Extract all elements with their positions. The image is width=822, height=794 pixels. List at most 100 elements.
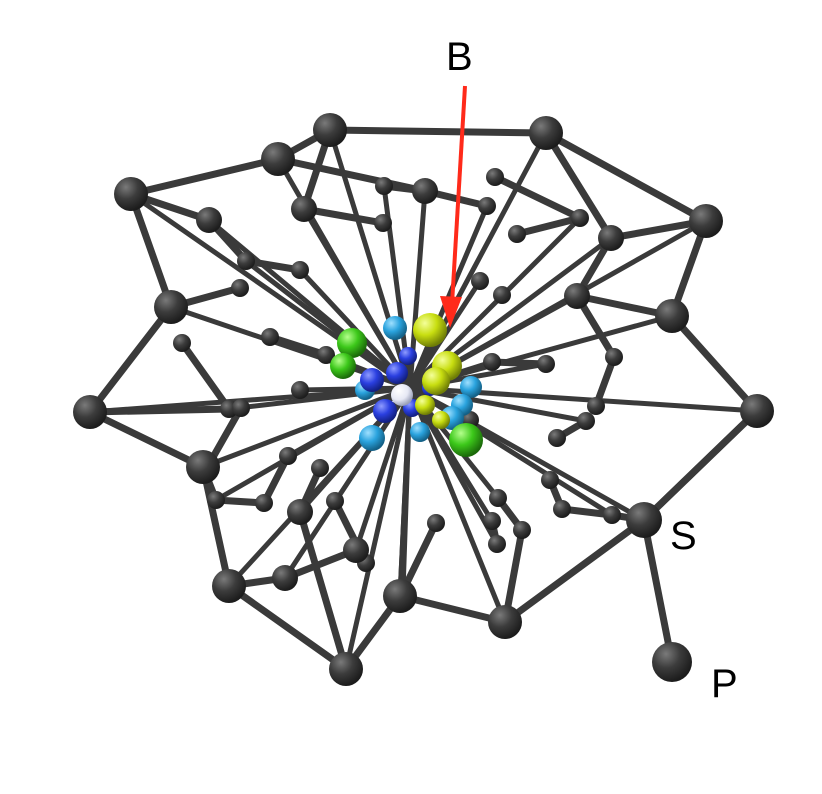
arrow-b	[440, 85, 467, 328]
atom-middle	[598, 225, 624, 251]
atom-inner	[173, 334, 191, 352]
atom-inner	[375, 177, 393, 195]
atom-core-blue	[399, 347, 417, 365]
bond	[86, 303, 175, 416]
atom-inner	[488, 535, 506, 553]
bond	[301, 206, 413, 391]
atom-inner	[255, 494, 273, 512]
atom-outer	[740, 394, 774, 428]
atom-inner	[486, 168, 504, 186]
bond	[640, 516, 676, 666]
bond-network	[86, 126, 761, 673]
bond	[300, 205, 387, 227]
bond	[327, 127, 413, 391]
bond	[297, 385, 413, 393]
atom-inner	[508, 225, 526, 243]
arrow-b-shaft	[450, 85, 467, 305]
atom-inner	[232, 399, 250, 417]
label-b: B	[446, 35, 473, 79]
bond	[86, 408, 207, 471]
arrow-b-head	[440, 296, 462, 328]
atom-outer	[329, 652, 363, 686]
atom-outer	[186, 450, 220, 484]
atom-outer	[261, 142, 295, 176]
atom-core-yellow	[432, 411, 450, 429]
bond	[326, 126, 550, 137]
atom-inner	[603, 506, 621, 524]
atom-inner	[483, 353, 501, 371]
bond	[200, 385, 413, 470]
bond	[513, 214, 584, 238]
atom-inner	[261, 328, 279, 346]
atom-core-green	[330, 353, 356, 379]
bond	[400, 385, 413, 594]
bond	[353, 385, 413, 553]
atom-outer	[529, 116, 563, 150]
atom-outer	[212, 569, 246, 603]
atom-inner	[587, 397, 605, 415]
bond	[225, 582, 350, 673]
atom-inner	[489, 489, 507, 507]
bond	[542, 129, 615, 242]
bond	[226, 385, 413, 412]
atom-inner	[483, 512, 501, 530]
atom-core-sky	[383, 316, 407, 340]
atom-core-sky	[460, 376, 482, 398]
bond	[491, 173, 584, 222]
label-p: P	[711, 662, 738, 706]
atom-middle	[291, 196, 317, 222]
atom-middle	[412, 178, 438, 204]
atom-inner	[326, 492, 344, 510]
atom-inner	[571, 209, 589, 227]
atom-outer	[655, 299, 689, 333]
atom-middle	[287, 499, 313, 525]
bond	[407, 385, 615, 518]
atom-middle	[564, 283, 590, 309]
bond	[127, 190, 175, 311]
atom-core-blue	[373, 399, 397, 423]
atom-outer	[114, 177, 148, 211]
atom-core-sky	[359, 425, 385, 451]
atom-middle	[272, 565, 298, 591]
atom-inner	[605, 348, 623, 366]
atom-outer	[154, 290, 188, 324]
atom-inner	[577, 412, 595, 430]
atom-core-yellow	[415, 395, 435, 415]
atom-outer	[383, 579, 417, 613]
atom-inner	[478, 197, 496, 215]
bond	[243, 258, 413, 391]
atom-inner	[311, 459, 329, 477]
bond	[396, 592, 509, 626]
atom-inner	[513, 521, 531, 539]
atom-outer	[313, 113, 347, 147]
bond	[501, 516, 648, 626]
atom-inner	[541, 471, 559, 489]
bond	[127, 155, 282, 198]
atom-middle	[343, 537, 369, 563]
atom-inner	[279, 447, 297, 465]
bond	[343, 385, 413, 672]
bond	[178, 339, 233, 413]
atom-middle	[196, 207, 222, 233]
atom-core-yellow	[413, 313, 447, 347]
bond	[542, 129, 710, 225]
atom-inner	[548, 429, 566, 447]
label-s: S	[670, 514, 697, 558]
atom-inner	[427, 514, 445, 532]
atom-core-yellow	[422, 367, 450, 395]
atom-core-blue	[386, 362, 408, 384]
bond	[128, 191, 413, 391]
atom-p	[652, 642, 692, 682]
atom-core-white	[391, 384, 413, 406]
atom-core-blue	[360, 368, 384, 392]
atom-inner	[493, 286, 511, 304]
atom-inner	[537, 355, 555, 373]
atom-inner	[291, 381, 309, 399]
bond	[399, 519, 440, 595]
bond	[296, 508, 350, 673]
atom-s	[626, 502, 662, 538]
atom-core-sky	[410, 422, 430, 442]
bond	[242, 257, 304, 274]
bond	[640, 407, 761, 524]
